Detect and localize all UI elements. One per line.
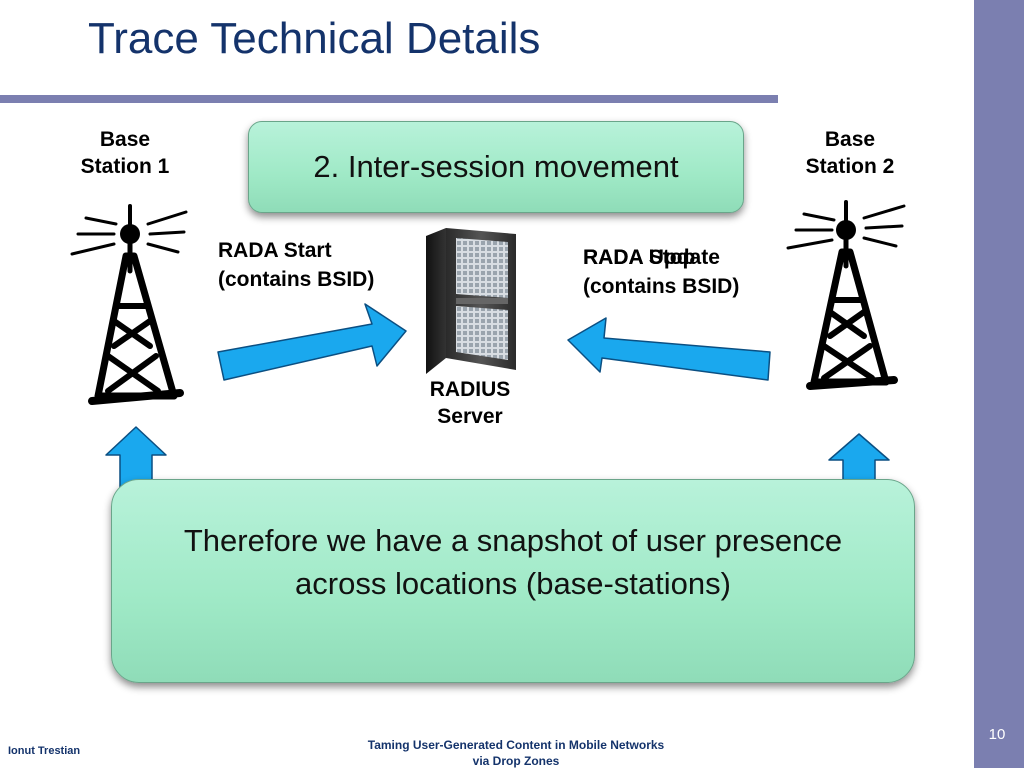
base-station-2-line1: Base [824,128,876,151]
rada-right-line2: (contains BSID) [583,275,740,298]
rada-stop-update-label: RADA Stop RADA Update (contains BSID) [583,243,739,301]
rada-stop-text: RADA Stop [583,246,696,269]
base-station-1-line1: Base [99,128,151,151]
radius-server-line2: Server [437,405,503,429]
slide-number: 10 [988,726,1006,743]
server-tower-icon [426,228,516,374]
base-station-1-line2: Station 1 [80,155,170,179]
rada-update-text: RADA Update [583,246,720,269]
conclusion-line1: Therefore we have a snapshot of user pre… [183,522,843,558]
rada-start-line1: RADA Start [218,239,332,262]
footer-talk-line1: Taming User-Generated Content in Mobile … [367,738,665,752]
rada-start-label: RADA Start (contains BSID) [218,236,374,295]
rada-start-arrow [217,303,407,381]
conclusion-text: Therefore we have a snapshot of user pre… [184,519,842,644]
title-underline [0,95,778,103]
right-sidebar-bar [974,0,1024,768]
radio-tower-icon [786,200,906,390]
footer-author: Ionut Trestian [8,745,81,757]
footer-talk-line2: via Drop Zones [472,754,560,769]
radio-tower-icon [70,204,188,405]
conclusion-line2: across locations (base-stations) [295,566,731,601]
rada-stop-update-arrow [567,317,771,381]
slide-title: Trace Technical Details [88,14,541,63]
rada-start-line2: (contains BSID) [218,268,375,292]
base-station-1-label: Base Station 1 [55,126,195,181]
footer-talk-title: Taming User-Generated Content in Mobile … [330,737,702,769]
rada-overlap-line: RADA Stop RADA Update [583,243,739,272]
radius-server-label: RADIUS Server [400,376,540,431]
base-station-2-label: Base Station 2 [780,126,920,181]
inter-session-movement-text: 2. Inter-session movement [313,149,679,184]
base-station-2-line2: Station 2 [805,155,895,179]
radius-server-line1: RADIUS [429,378,511,401]
inter-session-movement-box: 2. Inter-session movement [248,121,744,213]
conclusion-box: Therefore we have a snapshot of user pre… [111,479,915,683]
